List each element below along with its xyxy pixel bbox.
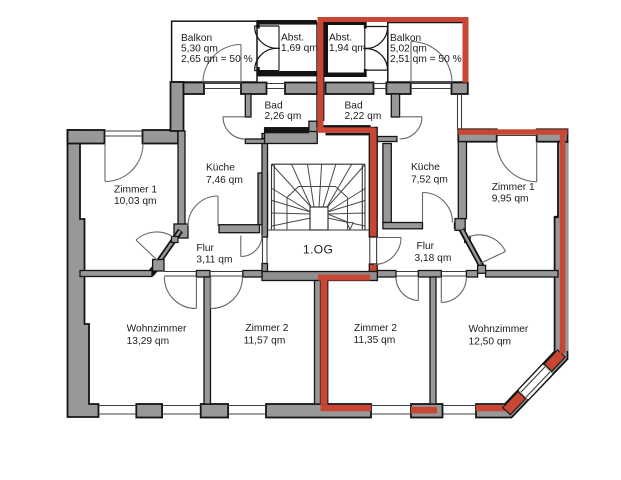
svg-text:Balkon: Balkon	[390, 33, 421, 44]
svg-text:1,69 qm: 1,69 qm	[281, 43, 318, 54]
svg-text:13,29 qm: 13,29 qm	[127, 336, 169, 347]
svg-text:11,35 qm: 11,35 qm	[354, 335, 396, 346]
svg-text:Wohnzimmer: Wohnzimmer	[469, 324, 529, 335]
svg-text:Zimmer 1: Zimmer 1	[492, 182, 535, 193]
svg-text:Bad: Bad	[345, 101, 363, 112]
svg-text:Bad: Bad	[265, 101, 283, 112]
svg-text:Wohnzimmer: Wohnzimmer	[127, 324, 187, 335]
svg-text:Abst.: Abst.	[281, 33, 304, 44]
svg-text:3,18 qm: 3,18 qm	[415, 253, 452, 264]
svg-text:5,02 qm: 5,02 qm	[390, 44, 427, 55]
svg-text:Abst.: Abst.	[329, 33, 352, 44]
svg-text:7,52 qm: 7,52 qm	[411, 175, 448, 186]
svg-text:2,22 qm: 2,22 qm	[345, 111, 382, 122]
svg-text:12,50 qm: 12,50 qm	[469, 337, 511, 348]
svg-text:Küche: Küche	[206, 163, 235, 174]
svg-text:1,94 qm: 1,94 qm	[329, 43, 366, 54]
svg-text:Flur: Flur	[417, 241, 435, 252]
svg-text:2,51 qm = 50 %: 2,51 qm = 50 %	[390, 54, 462, 65]
svg-text:2,26 qm: 2,26 qm	[265, 111, 302, 122]
svg-text:Zimmer 2: Zimmer 2	[245, 323, 288, 334]
svg-text:9,95 qm: 9,95 qm	[492, 194, 529, 205]
svg-text:Flur: Flur	[196, 243, 214, 254]
svg-text:Balkon: Balkon	[181, 33, 212, 44]
svg-text:2,65 qm = 50 %: 2,65 qm = 50 %	[181, 54, 253, 65]
svg-text:7,46 qm: 7,46 qm	[206, 175, 243, 186]
svg-text:1.OG: 1.OG	[303, 243, 333, 257]
svg-text:11,57 qm: 11,57 qm	[244, 336, 286, 347]
svg-text:Zimmer 2: Zimmer 2	[354, 323, 397, 334]
svg-text:Küche: Küche	[411, 162, 440, 173]
svg-text:5,30 qm: 5,30 qm	[181, 44, 218, 55]
svg-text:10,03 qm: 10,03 qm	[114, 196, 156, 207]
svg-text:3,11 qm: 3,11 qm	[196, 255, 232, 266]
svg-text:Zimmer 1: Zimmer 1	[114, 185, 157, 196]
